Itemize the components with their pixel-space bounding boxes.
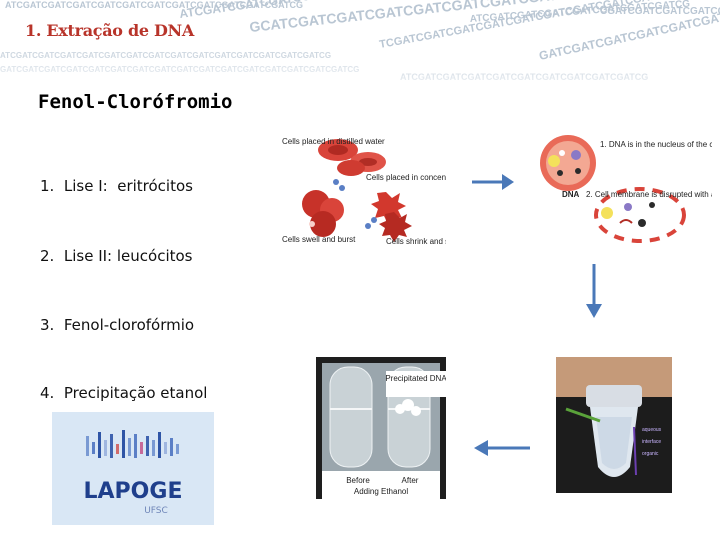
section-title: 1. Extração de DNA: [25, 21, 194, 40]
nucleus-note-2: 2. Cell membrane is disrupted with a det…: [586, 190, 712, 199]
dna-sequence-background: ATCGATCGATCGATCGATCGATCGATCGATCGATCG GCA…: [0, 0, 720, 95]
step-number: 4.: [40, 384, 55, 402]
step-number: 1.: [40, 177, 55, 195]
ethanol-label: Adding Ethanol: [354, 487, 408, 496]
after-label: After: [402, 476, 419, 485]
step-number: 2.: [40, 247, 55, 265]
precipitated-label: Precipitated DNA: [385, 374, 446, 383]
microtube-photo: aqueous interface organic: [556, 357, 672, 493]
svg-text:ATCGATCGATCGATCGATCGATCGATCGAT: ATCGATCGATCGATCGATCGATCGATCGATCGATCGATCG…: [5, 0, 303, 10]
step-item: 4. Precipitação etanol: [40, 384, 207, 402]
header-band: ATCGATCGATCGATCGATCGATCGATCGATCGATCG GCA…: [0, 0, 720, 95]
logo-name: LAPOGE: [84, 479, 183, 504]
arrow-right-icon: [472, 174, 514, 190]
shrivel-caption: Cells shrink and shrivel: [386, 237, 446, 246]
test-tubes-photo: Precipitated DNA Before After Adding Eth…: [316, 357, 446, 499]
nucleus-note-1: 1. DNA is in the nucleus of the cell: [600, 140, 712, 149]
step-item: 2. Lise II: leucócitos: [40, 247, 192, 265]
swollen-cell-icon: [302, 190, 344, 237]
svg-text:organic: organic: [642, 451, 659, 457]
lapoge-logo: LAPOGE UFSC: [52, 412, 214, 525]
red-blood-cell-icon: [318, 139, 386, 176]
svg-text:ATCGATCGATCGATCGATCGATCGATCGAT: ATCGATCGATCGATCGATCGATCGATCGATCGATCGATCG…: [0, 51, 331, 60]
svg-text:interface: interface: [642, 439, 661, 445]
cell-nucleus-icon: [540, 135, 596, 191]
step-number: 3.: [40, 316, 55, 334]
step-label: Lise I: eritrócitos: [63, 177, 193, 195]
nucleus-figure: 1. DNA is in the nucleus of the cell DNA…: [532, 133, 712, 248]
swell-caption: Cells placed in distilled water: [282, 137, 385, 146]
svg-text:CGATCGATCGATCGATCGATCGATCG: CGATCGATCGATCGATCGATCGATCG: [600, 6, 720, 17]
disrupted-membrane-icon: [594, 187, 686, 243]
arrow-down-icon: [586, 264, 602, 318]
arrow-left-icon: [474, 440, 530, 456]
shrink-caption: Cells placed in concentrated salt soluti…: [366, 173, 446, 182]
before-label: Before: [346, 476, 370, 485]
burst-caption: Cells swell and burst: [282, 235, 356, 244]
step-item: 3. Fenol-clorofórmio: [40, 316, 194, 334]
svg-text:aqueous: aqueous: [642, 427, 662, 433]
logo-sub: UFSC: [144, 506, 168, 516]
step-item: 1. Lise I: eritrócitos: [40, 177, 193, 195]
step-label: Fenol-clorofórmio: [63, 316, 195, 334]
step-label: Precipitação etanol: [63, 384, 208, 402]
shriveled-cell-icon: [371, 192, 412, 242]
dna-label: DNA: [562, 190, 580, 199]
cell-lysis-figure: Cells placed in distilled water Cells pl…: [276, 132, 446, 250]
dna-bars-icon: [86, 430, 179, 458]
slide-title: Fenol-Clorófromio: [38, 91, 233, 113]
step-label: Lise II: leucócitos: [63, 247, 193, 265]
